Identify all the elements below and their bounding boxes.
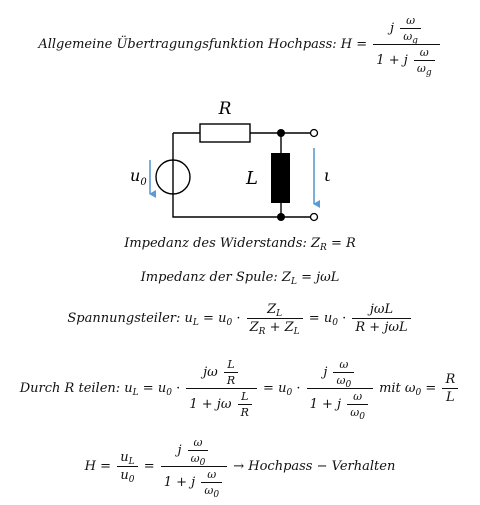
equation-impedance-resistor: Impedanz des Widerstands: ZR = R xyxy=(124,236,356,253)
junction-top xyxy=(277,129,285,137)
eq6-result: Hochpass − Verhalten xyxy=(248,459,396,474)
eq3-text: Impedanz der Spule: xyxy=(140,270,278,285)
eq1-lhs: H = xyxy=(340,37,368,52)
equation-impedance-inductor: Impedanz der Spule: ZL = jωL xyxy=(140,270,340,287)
eq5-fraction-r-over-l: R L xyxy=(442,372,459,405)
eq1-omega-ratio-num: ω ωg xyxy=(400,14,421,46)
equation-transfer-function-general: Allgemeine Übertragungsfunktion Hochpass… xyxy=(0,14,480,78)
wire-left-bottom xyxy=(172,194,311,218)
junction-bottom xyxy=(277,213,285,221)
eq4-label: Spannungsteiler: xyxy=(67,311,181,326)
source-label: u0 xyxy=(130,166,147,188)
terminal-bottom xyxy=(309,212,319,222)
inductor-label: L xyxy=(245,168,258,189)
rl-circuit-diagram: R u0 L uL xyxy=(130,99,330,222)
eq1-j: j xyxy=(390,21,395,36)
terminal-top xyxy=(309,128,319,138)
right-arrow-icon: → xyxy=(233,459,245,474)
output-label: uL xyxy=(324,166,330,188)
resistor xyxy=(199,123,251,143)
eq4-fraction-impedance: ZL ZR + ZL xyxy=(246,302,303,337)
eq5-label: Durch R teilen: xyxy=(19,381,121,396)
eq1-one-plus-j: 1 + j xyxy=(376,53,408,68)
eq1-label: Allgemeine Übertragungsfunktion Hochpass… xyxy=(38,37,337,52)
eq2-text: Impedanz des Widerstands: xyxy=(124,236,307,251)
eq1-omega-ratio-den: ω ωg xyxy=(413,46,435,78)
equation-voltage-divider: Spannungsteiler: uL = u0 · ZL ZR + ZL = … xyxy=(0,302,480,337)
resistor-label: R xyxy=(218,99,232,119)
inductor xyxy=(271,153,290,203)
eq6-fraction-voltage-ratio: uL u0 xyxy=(117,450,138,485)
eq1-fraction: j ω ωg 1 + j ω ωg xyxy=(373,14,440,78)
eq4-fraction-explicit: jωL R + jωL xyxy=(352,302,411,335)
